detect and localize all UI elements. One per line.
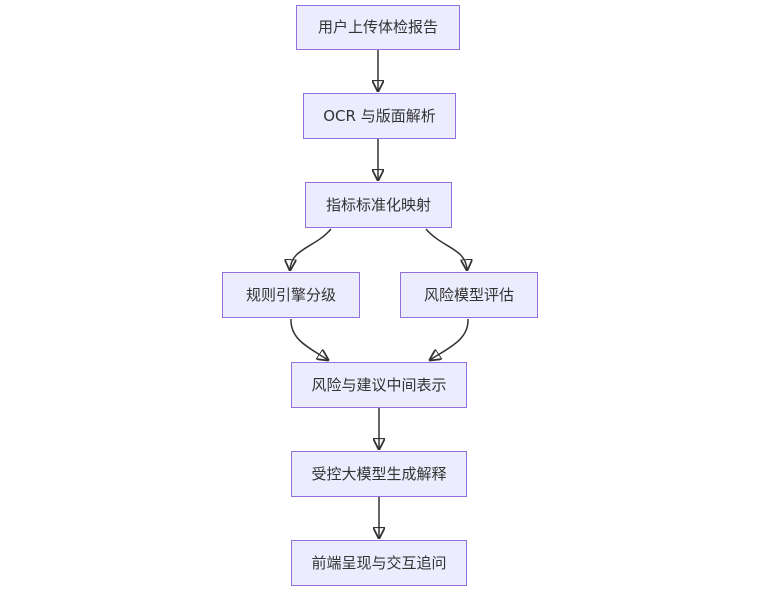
edge-rules-to-intermediate: [290, 318, 328, 360]
node-rule-engine-grading-label: 规则引擎分级: [245, 285, 336, 304]
edge-normalize-to-risk-model: [425, 228, 467, 270]
node-rule-engine-grading: 规则引擎分级: [222, 272, 360, 318]
node-controlled-llm-explanation: 受控大模型生成解释: [291, 451, 467, 497]
node-risk-advice-intermediate-label: 风险与建议中间表示: [311, 375, 447, 394]
node-risk-model-evaluation: 风险模型评估: [400, 272, 538, 318]
node-risk-advice-intermediate: 风险与建议中间表示: [291, 362, 467, 408]
node-controlled-llm-explanation-label: 受控大模型生成解释: [311, 464, 447, 483]
node-upload-report: 用户上传体检报告: [296, 5, 460, 50]
node-risk-model-evaluation-label: 风险模型评估: [423, 285, 514, 304]
node-indicator-normalization: 指标标准化映射: [305, 182, 452, 228]
node-ocr-layout-parse-label: OCR 与版面解析: [323, 106, 436, 125]
node-indicator-normalization-label: 指标标准化映射: [325, 195, 431, 214]
node-frontend-interaction-label: 前端呈现与交互追问: [311, 553, 447, 572]
node-upload-report-label: 用户上传体检报告: [317, 18, 438, 36]
node-frontend-interaction: 前端呈现与交互追问: [291, 540, 467, 586]
edge-risk-model-to-intermediate: [430, 318, 469, 360]
edge-normalize-to-rules: [290, 228, 332, 270]
node-ocr-layout-parse: OCR 与版面解析: [303, 93, 456, 139]
